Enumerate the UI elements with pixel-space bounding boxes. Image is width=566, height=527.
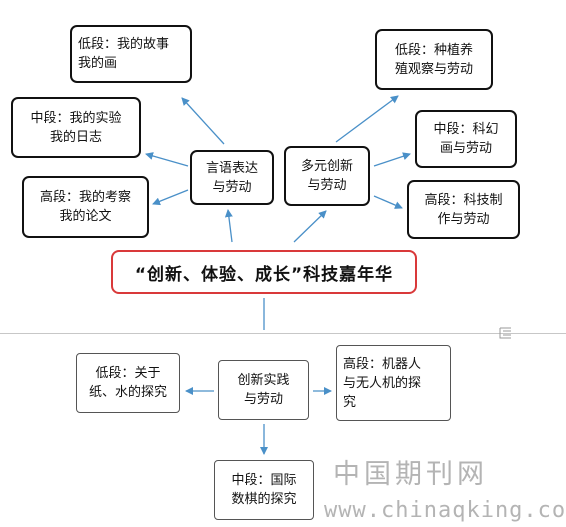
watermark-site-name: 中国期刊网 (333, 459, 488, 490)
diverse-mid-node: 中段：科幻 画与劳动 (415, 110, 517, 168)
diverse-low-text: 低段：种植养 殖观察与劳动 (394, 42, 473, 77)
diverse-mid-text: 中段：科幻 画与劳动 (433, 122, 499, 156)
language-low-text: 低段：我的故事 我的画 (78, 37, 170, 71)
practice-high-node: 高段：机器人 与无人机的探 究 (336, 345, 451, 421)
arrow-diverse-hub-to-high (373, 195, 403, 209)
language-mid-text: 中段：我的实验 我的日志 (30, 110, 122, 145)
diverse-high-text: 高段：科技制 作与劳动 (424, 192, 503, 227)
language-mid-node: 中段：我的实验 我的日志 (11, 97, 141, 158)
practice-hub-node: 创新实践 与劳动 (218, 360, 309, 420)
language-low-node: 低段：我的故事 我的画 (70, 25, 192, 83)
practice-hub-text: 创新实践 与劳动 (237, 373, 290, 407)
practice-mid-text: 中段：国际 数棋的探究 (231, 473, 297, 507)
diverse-high-node: 高段：科技制 作与劳动 (407, 180, 520, 239)
language-hub-node: 言语表达 与劳动 (190, 150, 274, 205)
arrow-title-to-diverse-hub (293, 210, 327, 243)
practice-high-text: 高段：机器人 与无人机的探 究 (343, 356, 422, 410)
practice-mid-node: 中段：国际 数棋的探究 (214, 460, 314, 520)
arrow-language-hub-to-high (152, 189, 189, 206)
watermark-url: www.chinaqking.com (324, 498, 566, 523)
diverse-low-node: 低段：种植养 殖观察与劳动 (375, 29, 493, 90)
arrow-diverse-hub-to-low (335, 95, 399, 143)
page-break-mark (499, 327, 511, 339)
arrow-language-hub-to-low (181, 97, 225, 145)
arrow-diverse-hub-to-mid (373, 152, 411, 167)
language-high-text: 高段：我的考察 我的论文 (39, 190, 131, 224)
arrow-title-to-language-hub (224, 209, 233, 243)
diverse-hub-text: 多元创新 与劳动 (300, 159, 353, 193)
language-high-node: 高段：我的考察 我的论文 (22, 176, 149, 238)
section-divider (0, 333, 566, 334)
carnival-title: “创新、体验、成长”科技嘉年华 (111, 250, 417, 294)
practice-low-text: 低段：关于 纸、水的探究 (88, 366, 167, 400)
carnival-title-text: “创新、体验、成长”科技嘉年华 (134, 264, 394, 285)
practice-low-node: 低段：关于 纸、水的探究 (76, 353, 180, 413)
diverse-hub-node: 多元创新 与劳动 (284, 146, 370, 206)
language-hub-text: 言语表达 与劳动 (205, 160, 258, 195)
arrow-language-hub-to-mid (145, 152, 189, 167)
